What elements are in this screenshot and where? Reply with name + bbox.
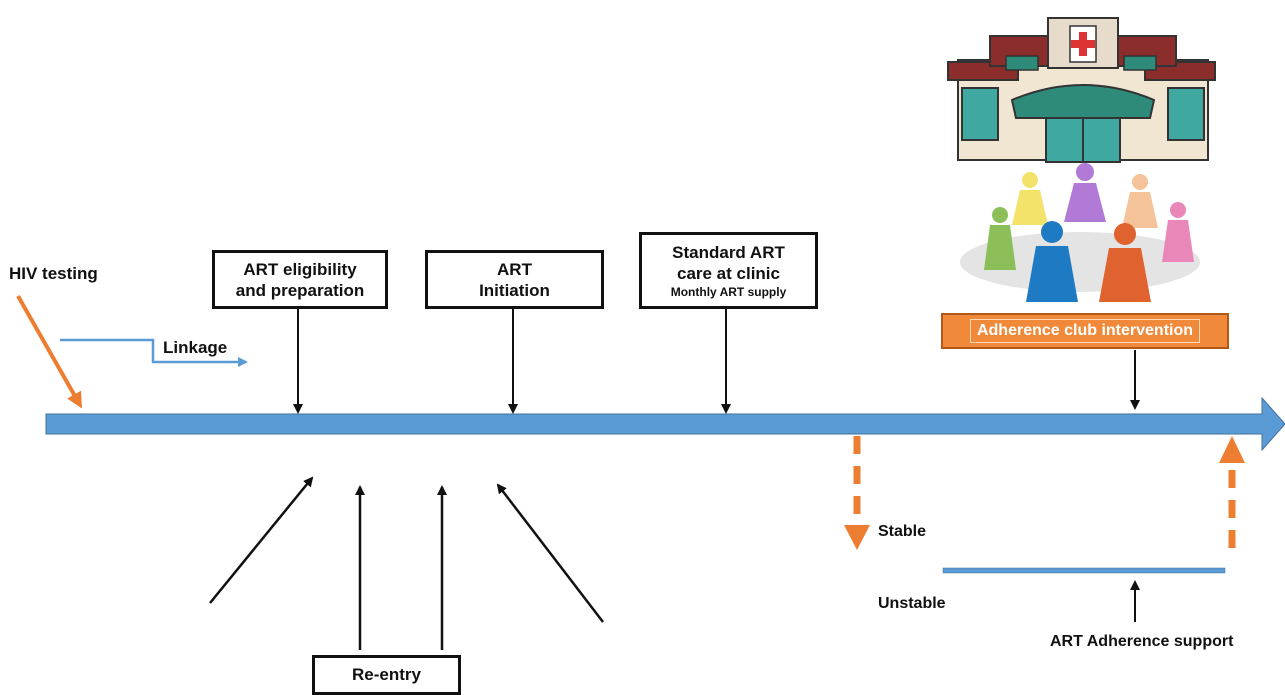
- eligibility-box: ART eligibility and preparation: [212, 250, 388, 309]
- adherence-support-label: ART Adherence support: [1050, 633, 1234, 650]
- stable-label: Stable: [878, 523, 927, 540]
- adherence-club-box: Adherence club intervention: [941, 313, 1229, 349]
- people-circle-icon: [960, 163, 1200, 302]
- timeline-arrow: [45, 396, 1285, 452]
- unstable-return-arrow-head: [1219, 436, 1245, 463]
- adherence-club-label: Adherence club intervention: [969, 319, 1201, 343]
- reentry-box: Re-entry: [312, 655, 461, 695]
- initiation-box: ART Initiation: [425, 250, 604, 309]
- standard-care-subtitle: Monthly ART supply: [670, 284, 787, 299]
- linkage-label: Linkage: [163, 338, 228, 357]
- reentry-arrow-4: [496, 483, 604, 623]
- reentry-arrow-1: [209, 476, 314, 604]
- stable-arrow-head: [844, 525, 870, 550]
- eligibility-line-1: ART eligibility: [243, 259, 357, 279]
- clinic-building-icon: [947, 17, 1216, 163]
- linkage-arrow: [60, 338, 248, 367]
- initiation-line-1: ART: [497, 259, 532, 279]
- standard-care-box: Standard ART care at clinic Monthly ART …: [639, 232, 818, 309]
- standard-care-line-1: Standard ART: [672, 242, 785, 262]
- reentry-label: Re-entry: [352, 665, 421, 684]
- initiation-line-2: Initiation: [479, 280, 550, 300]
- hiv-testing-arrow: [16, 295, 82, 409]
- standard-care-line-2: care at clinic: [676, 263, 780, 283]
- unstable-bar: [942, 567, 1226, 574]
- unstable-label: Unstable: [878, 595, 946, 612]
- hiv-testing-label: HIV testing: [9, 264, 98, 283]
- eligibility-line-2: and preparation: [235, 280, 365, 300]
